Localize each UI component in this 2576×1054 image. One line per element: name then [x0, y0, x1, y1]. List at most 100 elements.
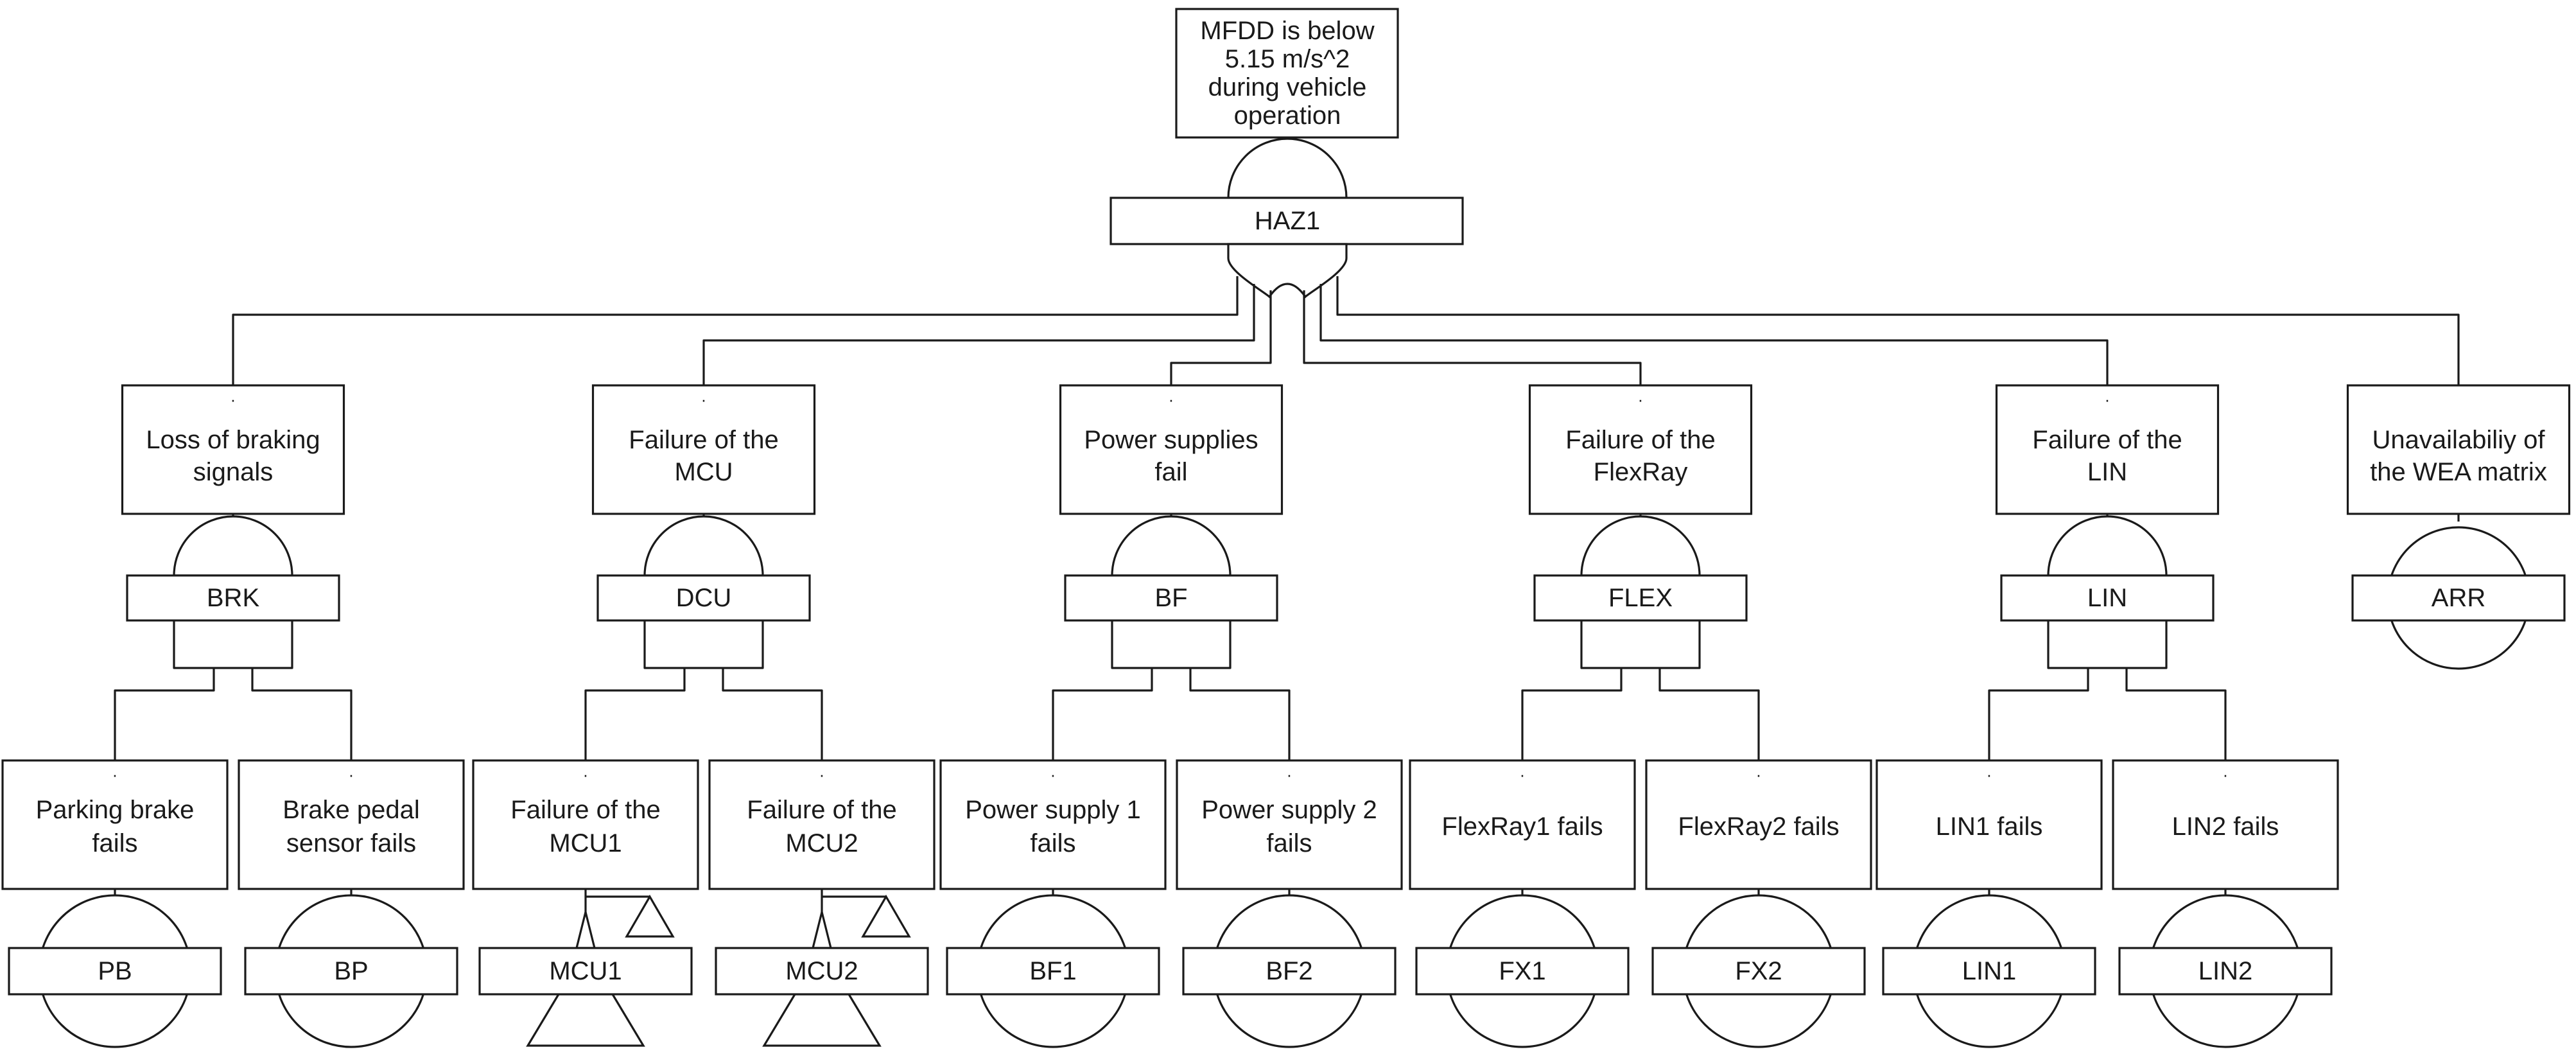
child-label-box — [1415, 947, 1630, 996]
connector — [232, 276, 1239, 385]
event-marker: · — [1638, 390, 1644, 409]
child-label: FX2 — [1735, 957, 1782, 985]
child-event-text-line: LIN1 fails — [1936, 812, 2043, 841]
event-text-line: Unavailabiliy of — [2372, 426, 2545, 454]
child-event-box — [1645, 759, 1872, 890]
connector — [722, 668, 823, 760]
event-text-line: the WEA matrix — [2370, 458, 2547, 486]
child-label-box — [946, 947, 1160, 996]
top-gate-label-box — [1110, 197, 1464, 245]
top-event-text-line: operation — [1234, 101, 1341, 130]
child-marker: · — [2223, 765, 2229, 784]
child-event-box — [1875, 759, 2103, 890]
transfer-stem — [575, 911, 596, 949]
connector — [584, 668, 686, 760]
connector — [1988, 668, 2089, 760]
connector — [114, 668, 215, 760]
child-label: LIN1 — [1962, 957, 2017, 985]
gate-label-box — [596, 574, 811, 622]
gate-dome — [173, 515, 293, 577]
child-event-text-line: fails — [1030, 829, 1075, 857]
event-text-line: Power supplies — [1084, 426, 1258, 454]
gate-body — [2047, 620, 2168, 669]
child-event-text-line: fails — [1266, 829, 1312, 857]
connector — [1521, 668, 1623, 760]
child-event-text-line: fails — [92, 829, 137, 857]
child-label: MCU1 — [549, 957, 622, 985]
connector — [1319, 284, 2109, 385]
child-label-box — [244, 947, 458, 996]
gate-body — [643, 620, 764, 669]
connector — [702, 284, 1255, 385]
child-event-text-line: sensor fails — [286, 829, 416, 857]
event-box — [1528, 384, 1753, 515]
event-text-line: Loss of braking — [146, 426, 320, 454]
connector — [1189, 668, 1291, 760]
child-event-box — [939, 759, 1167, 890]
top-gate-dome — [1227, 137, 1348, 199]
gate-dome — [1580, 515, 1701, 577]
child-marker: · — [1520, 765, 1526, 784]
child-event-text-line: FlexRay1 fails — [1441, 812, 1603, 841]
transfer-out-triangle — [526, 993, 645, 1047]
event-text-line: Failure of the — [629, 426, 778, 454]
top-event-box — [1175, 8, 1399, 139]
child-label: PB — [98, 957, 132, 985]
event-box — [1059, 384, 1284, 515]
child-marker: · — [1050, 765, 1056, 784]
connector — [1303, 290, 1642, 385]
child-marker: · — [819, 765, 825, 784]
child-marker: · — [349, 765, 354, 784]
event-marker: · — [1169, 390, 1174, 409]
child-event-box — [472, 759, 699, 890]
top-or-gate — [1227, 243, 1348, 299]
child-label: BF2 — [1266, 957, 1312, 985]
child-label: LIN2 — [2198, 957, 2253, 985]
event-text-line: Failure of the — [1565, 426, 1715, 454]
gate-dome — [2047, 515, 2168, 577]
gate-label-box — [126, 574, 340, 622]
child-event-box — [238, 759, 465, 890]
child-label: BF1 — [1029, 957, 1076, 985]
child-event-text-line: MCU2 — [785, 829, 858, 857]
gate-label-box — [1064, 574, 1278, 622]
gate-body — [173, 620, 293, 669]
child-label-box — [8, 947, 222, 996]
child-label-box — [715, 947, 929, 996]
transfer-out-triangle — [762, 993, 882, 1047]
connector — [1336, 276, 2460, 385]
child-event-text-line: Failure of the — [747, 796, 896, 824]
connector — [1658, 668, 1760, 760]
child-marker: · — [1756, 765, 1762, 784]
top-gate-label: HAZ1 — [1255, 207, 1320, 235]
gate-dome — [1111, 515, 1231, 577]
child-label-box — [1882, 947, 2096, 996]
event-text-line: MCU — [674, 458, 733, 486]
gate-label: BF — [1154, 584, 1187, 612]
child-label-box — [2118, 947, 2333, 996]
child-event-text-line: FlexRay2 fails — [1678, 812, 1839, 841]
child-label-box — [1651, 947, 1866, 996]
connector — [2125, 668, 2227, 760]
transfer-in-triangle — [861, 894, 911, 938]
child-event-box — [1409, 759, 1636, 890]
child-event-text-line: Parking brake — [36, 796, 195, 824]
gate-label-box — [1533, 574, 1748, 622]
gate-label: LIN — [2087, 584, 2127, 612]
event-marker: · — [701, 390, 707, 409]
child-label-box — [1182, 947, 1397, 996]
event-text-line: signals — [193, 458, 274, 486]
event-box — [1995, 384, 2220, 515]
gate-dome — [643, 515, 764, 577]
transfer-stem — [811, 911, 833, 949]
